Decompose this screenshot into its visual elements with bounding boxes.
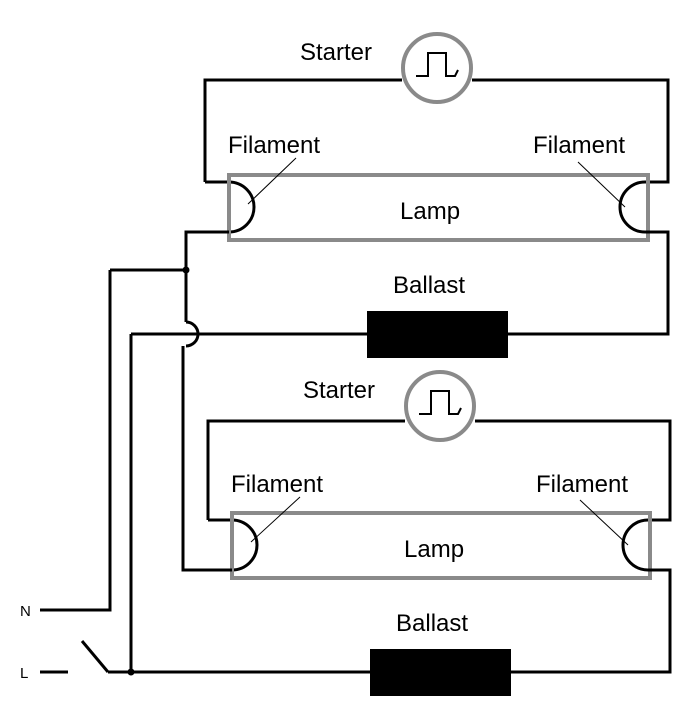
lamp-1-tube [227, 173, 650, 242]
open-switch-icon [80, 640, 110, 673]
filament-1-left-icon [228, 180, 256, 234]
leader-lines [247, 157, 629, 546]
bimetallic-switch-icon [416, 52, 459, 77]
bimetallic-switch-icon [419, 390, 462, 415]
starter-1 [401, 32, 473, 104]
leader-filament-2-right [579, 499, 629, 546]
supply [40, 270, 370, 676]
starter-2-label: Starter [303, 377, 375, 404]
starter-1-wire [203, 78, 670, 184]
leader-filament-1-left [247, 157, 297, 205]
line-feed-1 [131, 320, 367, 348]
ballast-1-label: Ballast [393, 272, 465, 299]
ballast-1 [367, 311, 508, 358]
ballast-2-label: Ballast [396, 610, 468, 637]
filament-2-left-icon [231, 518, 259, 572]
filament-2-right-bottom-lead [510, 568, 672, 674]
neutral-wire [40, 270, 112, 612]
ballast-2 [370, 649, 511, 696]
circuit-1 [110, 32, 670, 358]
line-bus-wire [108, 334, 370, 674]
circuit-2 [181, 346, 672, 696]
filament-1-left-bottom-lead [184, 230, 229, 322]
junction-dot-2 [127, 668, 135, 676]
junction-dot-1 [182, 266, 190, 274]
leader-filament-1-right [577, 161, 626, 208]
filament-1-right-bottom-lead [507, 230, 670, 336]
leader-filament-2-left [250, 496, 301, 543]
starter-2 [404, 370, 476, 442]
lamp-2-label: Lamp [404, 536, 464, 563]
filament-2-right-icon [621, 518, 649, 572]
starter-1-label: Starter [300, 39, 372, 66]
filament-1-right-label: Filament [533, 132, 625, 159]
labels: Starter Filament Filament Lamp Ballast S… [20, 39, 628, 682]
filament-2-left-label: Filament [231, 471, 323, 498]
lamp-1-label: Lamp [400, 198, 460, 225]
starter-2-wire [206, 419, 672, 522]
line-terminal-label: L [20, 665, 28, 682]
filament-1-right-icon [618, 180, 646, 234]
filament-2-right-label: Filament [536, 471, 628, 498]
lamp-2-tube [230, 511, 652, 580]
filament-2-left-bottom-lead [181, 346, 232, 572]
filament-1-left-label: Filament [228, 132, 320, 159]
neutral-terminal-label: N [20, 603, 31, 620]
